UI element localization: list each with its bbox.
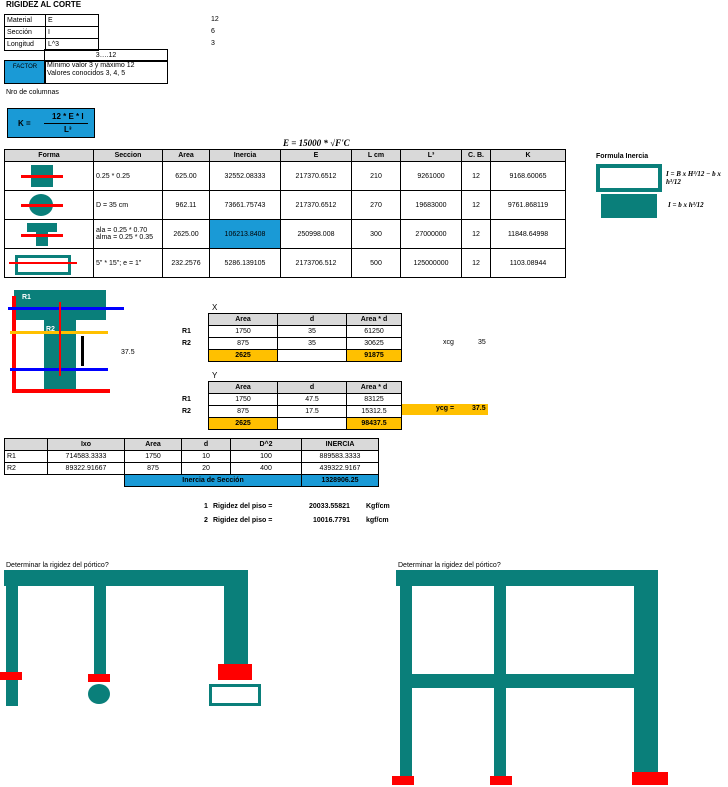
column-3-section bbox=[209, 684, 261, 706]
portico-left-drawing bbox=[0, 570, 261, 785]
nro-columnas-label: Nro de columnas bbox=[6, 89, 59, 96]
column-3 bbox=[224, 570, 248, 666]
rigidez-1-unit: Kgf/cm bbox=[366, 503, 390, 510]
portico-right-drawing bbox=[390, 570, 680, 785]
k-formula-box: K = 12 * E * I L³ bbox=[7, 108, 95, 138]
base-1 bbox=[0, 672, 22, 680]
axis-line bbox=[21, 234, 63, 237]
base-1 bbox=[392, 776, 414, 785]
prop-number: 12 bbox=[211, 16, 219, 23]
base-3 bbox=[218, 664, 252, 680]
table-header-row: Forma Seccion Area Inercia E L cm L³ C. … bbox=[4, 149, 566, 162]
base-3 bbox=[632, 772, 668, 785]
x-table-label: X bbox=[212, 303, 218, 312]
prop-number: 3 bbox=[211, 40, 215, 47]
base-2 bbox=[88, 674, 110, 682]
table-row: 0.25 * 0.25 625.00 32552.08333 217370.65… bbox=[4, 161, 566, 191]
t-section-drawing: R1 R2 bbox=[8, 286, 124, 396]
table-row: R2 875 17.5 15312.5 bbox=[180, 405, 402, 418]
column-2-section bbox=[88, 684, 110, 704]
top-beam bbox=[396, 570, 658, 586]
table-row: D = 35 cm 962.11 73661.75743 217370.6512… bbox=[4, 190, 566, 220]
rigidez-2-label: Rigidez del piso = bbox=[213, 517, 273, 524]
column-2 bbox=[494, 570, 506, 776]
axis-line bbox=[9, 262, 77, 264]
beam bbox=[4, 570, 248, 586]
inercia-table: Ixo Area d D^2 INERCIA R1 714583.3333 17… bbox=[4, 438, 379, 487]
shape-cell bbox=[4, 219, 94, 249]
x-table: Area d Area * d R1 1750 35 61250 R2 875 … bbox=[180, 313, 402, 362]
shape-cell bbox=[4, 190, 94, 220]
y-table: Area d Area * d R1 1750 47.5 83125 R2 87… bbox=[180, 381, 402, 430]
column-1-section bbox=[6, 680, 18, 706]
axis-line bbox=[21, 175, 63, 178]
rigidez-2-n: 2 bbox=[204, 517, 208, 524]
page-title: RIGIDEZ AL CORTE bbox=[6, 0, 82, 9]
table-total-row: 2625 98437.5 bbox=[180, 417, 402, 430]
distance-line bbox=[59, 302, 61, 376]
column-1 bbox=[6, 570, 18, 674]
table-row: R1 1750 47.5 83125 bbox=[180, 393, 402, 406]
axis-line bbox=[21, 204, 63, 207]
xcg-value: 35 bbox=[478, 339, 486, 346]
rigidez-1-value: 20033.55821 bbox=[309, 503, 350, 510]
formula-inercia-title: Formula Inercia bbox=[596, 153, 649, 160]
factor-label: FACTOR bbox=[4, 60, 46, 84]
t-flange-icon bbox=[27, 223, 57, 232]
rigidez-2-value: 10016.7791 bbox=[313, 517, 350, 524]
table-row: R2 875 35 30625 bbox=[180, 337, 402, 350]
portico-left-title: Determinar la rigidez del pórtico? bbox=[6, 562, 109, 569]
portico-right-title: Determinar la rigidez del pórtico? bbox=[398, 562, 501, 569]
table-header-row: Ixo Area d D^2 INERCIA bbox=[4, 438, 379, 451]
shape-cell bbox=[4, 248, 94, 278]
xcg-label: xcg bbox=[443, 339, 454, 346]
column-2 bbox=[94, 570, 106, 676]
base-2 bbox=[490, 776, 512, 785]
table-row: R1 714583.3333 1750 10 100 889583.3333 bbox=[4, 450, 379, 463]
centroid-line-r1 bbox=[8, 307, 124, 310]
y-axis-line bbox=[12, 296, 16, 392]
t-dim-label: 37.5 bbox=[121, 349, 135, 356]
factor-range: 3….12 bbox=[44, 49, 168, 62]
column-3 bbox=[634, 570, 658, 772]
table-row: R2 89322.91667 875 20 400 439322.9167 bbox=[4, 462, 379, 475]
ycg-box: ycg = 37.5 bbox=[402, 404, 488, 415]
y-table-label: Y bbox=[212, 371, 218, 380]
table-header-row: Area d Area * d bbox=[180, 313, 402, 326]
hollow-rect-section-icon bbox=[15, 255, 71, 275]
solid-rect-icon bbox=[601, 194, 657, 218]
middle-beam bbox=[400, 674, 658, 688]
table-total-row: Inercia de Sección 1328906.25 bbox=[5, 474, 379, 487]
column-1 bbox=[400, 570, 412, 776]
rigidez-1-n: 1 bbox=[204, 503, 208, 510]
prop-number: 6 bbox=[211, 28, 215, 35]
shape-cell bbox=[4, 161, 94, 191]
formula-hollow: I = B x H³/12 − b x h³/12 bbox=[666, 170, 721, 186]
x-axis-line bbox=[12, 389, 110, 393]
main-table: Forma Seccion Area Inercia E L cm L³ C. … bbox=[4, 149, 566, 278]
factor-description: Mínimo valor 3 y máximo 12 Valores conoc… bbox=[44, 60, 168, 84]
dimension-line bbox=[81, 336, 84, 366]
rigidez-1-label: Rigidez del piso = bbox=[213, 503, 273, 510]
fraction-line bbox=[44, 123, 88, 124]
table-header-row: Area d Area * d bbox=[180, 381, 402, 394]
e-formula: E = 15000 * √F'C bbox=[283, 138, 350, 148]
hollow-rect-icon bbox=[596, 164, 662, 192]
table-row: 5" * 15"; e = 1" 232.2576 5286.139105 21… bbox=[4, 248, 566, 278]
rigidez-2-unit: kgf/cm bbox=[366, 517, 389, 524]
table-row: R1 1750 35 61250 bbox=[180, 325, 402, 338]
table-total-row: 2625 91875 bbox=[180, 349, 402, 362]
formula-solid: I = b x h³/12 bbox=[668, 201, 704, 209]
